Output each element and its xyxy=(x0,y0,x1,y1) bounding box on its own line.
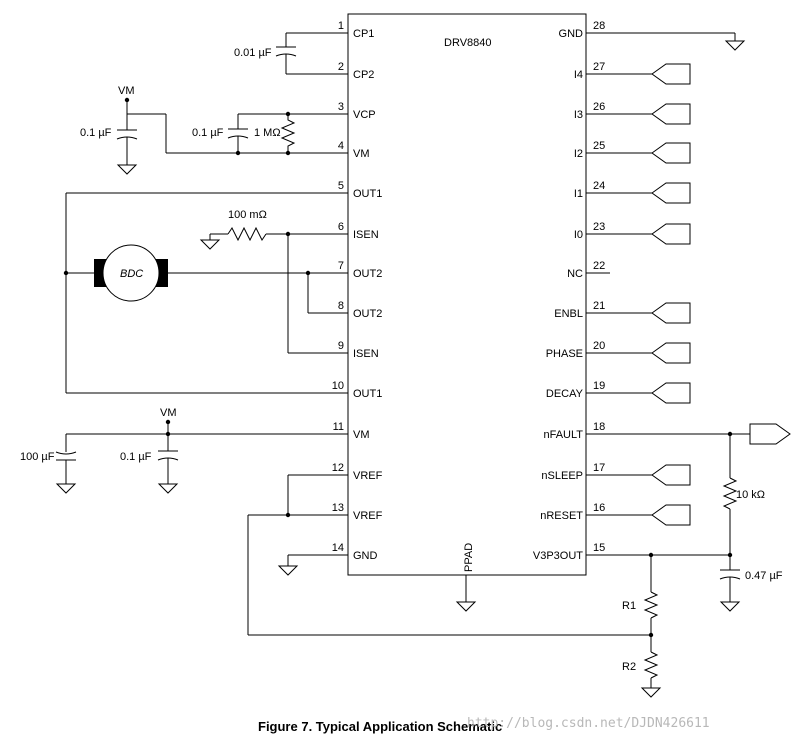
left-pin-number: 9 xyxy=(338,340,344,352)
nfault-pullup xyxy=(719,431,741,612)
sense-res-label: 100 mΩ xyxy=(228,209,267,221)
right-pin-number: 18 xyxy=(593,421,605,433)
right-pin-number: 15 xyxy=(593,542,605,554)
watermark: http://blog.csdn.net/DJDN426611 xyxy=(467,716,710,731)
right-pin-stubs xyxy=(586,32,750,556)
ground-symbol-pin28 xyxy=(724,33,746,51)
right-pin-number: 17 xyxy=(593,462,605,474)
sense-resistor xyxy=(199,226,291,353)
left-pin-name: CP1 xyxy=(353,28,374,40)
left-pin-name: OUT1 xyxy=(353,188,382,200)
vm-bottom-rail xyxy=(55,419,179,494)
vref-network xyxy=(247,475,654,638)
right-pin-number: 23 xyxy=(593,221,605,233)
cp-capacitor xyxy=(275,33,297,74)
left-pin-number: 14 xyxy=(332,542,344,554)
ppad-ground xyxy=(455,575,477,612)
right-pin-name: ENBL xyxy=(554,308,583,320)
left-pin-name: OUT2 xyxy=(353,308,382,320)
left-pin-number: 13 xyxy=(332,502,344,514)
right-pin-name: DECAY xyxy=(546,388,584,400)
v3p3-cap-label: 0.47 µF xyxy=(745,570,783,582)
ic-pins: 1CP12CP23VCP4VM5OUT16ISEN7OUT28OUT29ISEN… xyxy=(332,20,606,562)
nfault-output-connector xyxy=(749,423,791,445)
right-pin-name: PHASE xyxy=(546,348,583,360)
r1-r2-divider xyxy=(640,552,662,698)
right-pin-number: 24 xyxy=(593,180,605,192)
motor-label: BDC xyxy=(120,268,143,280)
right-pin-number: 28 xyxy=(593,20,605,32)
right-pin-number: 25 xyxy=(593,140,605,152)
cp-cap-label: 0.01 µF xyxy=(234,47,272,59)
right-pin-number: 21 xyxy=(593,300,605,312)
left-pin-name: OUT2 xyxy=(353,268,382,280)
left-pin-name: ISEN xyxy=(353,348,379,360)
right-pin-number: 27 xyxy=(593,61,605,73)
left-pin-stubs xyxy=(66,32,348,556)
vcp-res-label: 1 MΩ xyxy=(254,127,281,139)
left-pin-name: VM xyxy=(353,148,370,160)
right-pin-number: 26 xyxy=(593,101,605,113)
right-pin-name: nFAULT xyxy=(543,429,583,441)
vm-top-cap-label: 0.1 µF xyxy=(80,127,112,139)
left-pin-name: GND xyxy=(353,550,378,562)
left-pin-name: VCP xyxy=(353,109,376,121)
right-pin-name: I3 xyxy=(574,109,583,121)
vm-top-label: VM xyxy=(118,85,135,97)
left-pin-name: OUT1 xyxy=(353,388,382,400)
vm-top-capacitor xyxy=(116,97,167,175)
right-pin-name: nSLEEP xyxy=(541,470,583,482)
left-pin-name: ISEN xyxy=(353,229,379,241)
left-pin-name: VREF xyxy=(353,510,383,522)
vm-bottom-label: VM xyxy=(160,407,177,419)
right-pin-number: 22 xyxy=(593,260,605,272)
out1-loop xyxy=(63,193,94,393)
bdc-motor xyxy=(94,244,308,302)
right-pin-name: V3P3OUT xyxy=(533,550,583,562)
out2-join xyxy=(305,270,311,313)
figure-caption: Figure 7. Typical Application Schematic xyxy=(258,719,502,734)
ic-name: DRV8840 xyxy=(444,37,492,49)
right-pin-name: I1 xyxy=(574,188,583,200)
left-pin-name: VREF xyxy=(353,470,383,482)
vcp-cap-label: 0.1 µF xyxy=(192,127,224,139)
left-pin-number: 12 xyxy=(332,462,344,474)
left-pin-number: 5 xyxy=(338,180,344,192)
left-pin-number: 11 xyxy=(333,421,344,433)
right-pin-number: 19 xyxy=(593,380,605,392)
input-connectors xyxy=(651,63,691,526)
bulk-cap-label: 100 µF xyxy=(20,451,55,463)
left-pin-number: 1 xyxy=(338,20,344,32)
left-pin-number: 4 xyxy=(338,140,344,152)
left-pin-number: 2 xyxy=(338,61,344,73)
right-pin-name: I4 xyxy=(574,69,583,81)
left-pin-number: 6 xyxy=(338,221,344,233)
pullup-res-label: 10 kΩ xyxy=(736,489,765,501)
left-pin-name: VM xyxy=(353,429,370,441)
right-pin-number: 20 xyxy=(593,340,605,352)
right-pin-name: I2 xyxy=(574,148,583,160)
ic-body xyxy=(347,13,587,576)
ppad-label: PPAD xyxy=(463,543,475,572)
right-pin-number: 16 xyxy=(593,502,605,514)
left-pin-name: CP2 xyxy=(353,69,374,81)
r2-label: R2 xyxy=(622,661,636,673)
vm-bottom-cap-label: 0.1 µF xyxy=(120,451,152,463)
left-pin-number: 3 xyxy=(338,101,344,113)
vcp-network xyxy=(227,111,296,156)
left-pin-number: 10 xyxy=(332,380,344,392)
right-pin-name: GND xyxy=(559,28,584,40)
left-pin-number: 7 xyxy=(338,260,344,272)
ground-symbol-pin14 xyxy=(277,555,299,576)
left-pin-number: 8 xyxy=(338,300,344,312)
right-pin-name: NC xyxy=(567,268,583,280)
r1-label: R1 xyxy=(622,600,636,612)
right-pin-name: I0 xyxy=(574,229,583,241)
right-pin-name: nRESET xyxy=(540,510,583,522)
